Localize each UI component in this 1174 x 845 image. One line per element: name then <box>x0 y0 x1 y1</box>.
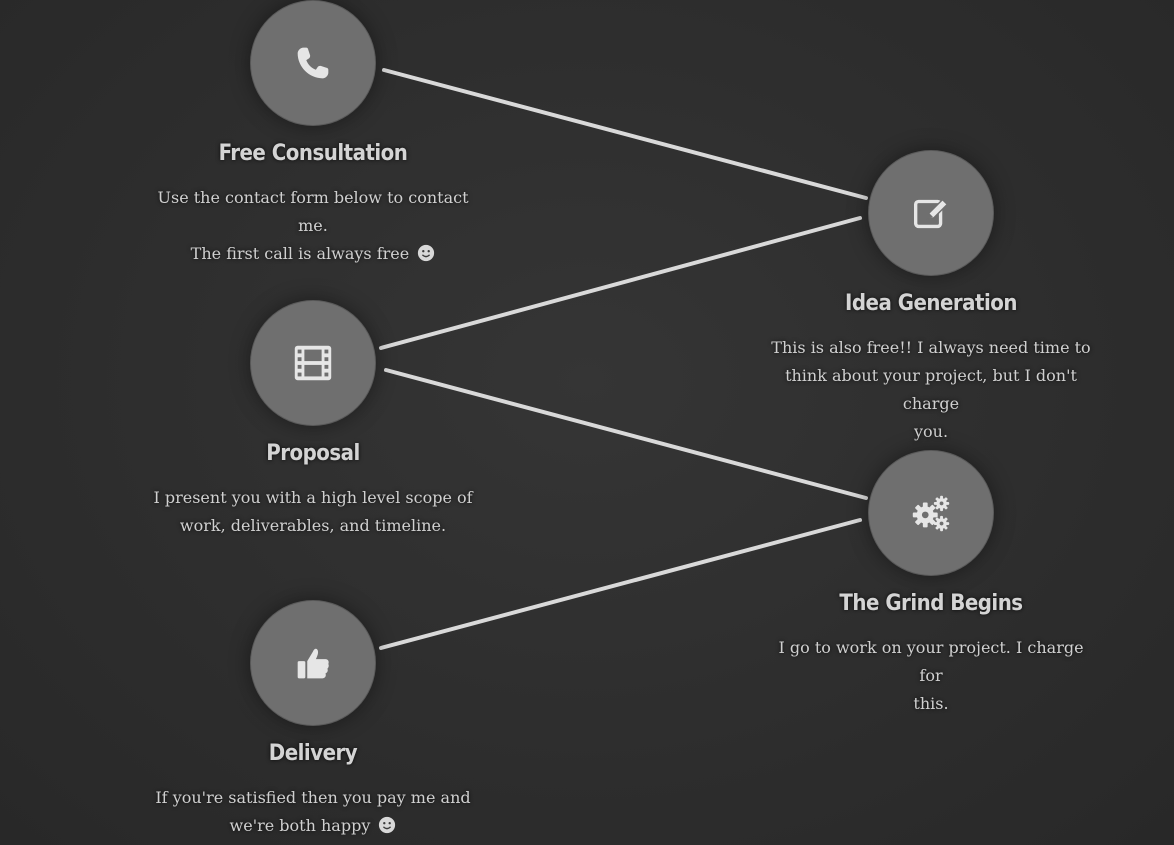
step-circle <box>869 151 993 275</box>
step-circle <box>251 301 375 425</box>
step-free-consultation: Free Consultation Use the contact form b… <box>143 1 483 268</box>
step-idea-generation: Idea Generation This is also free!! I al… <box>761 151 1101 446</box>
step-title: Idea Generation <box>845 291 1017 316</box>
connector-grind-to-delivery <box>379 518 862 650</box>
step-description-line: work, deliverables, and timeline. <box>179 516 447 535</box>
film-icon <box>294 345 332 381</box>
step-circle <box>251 601 375 725</box>
step-description: I present you with a high level scope of… <box>153 484 473 540</box>
phone-icon <box>297 47 329 79</box>
step-description-line: The first call is always free <box>190 244 410 263</box>
step-description-line: think about your project, but I don't ch… <box>785 366 1077 413</box>
step-description-line: I go to work on your project. I charge f… <box>778 638 1084 685</box>
step-delivery: Delivery If you're satisfied then you pa… <box>143 601 483 840</box>
smiley-icon <box>379 816 396 834</box>
step-the-grind-begins: The Grind Begins I go to work on your pr… <box>761 451 1101 718</box>
step-title: Delivery <box>268 741 358 766</box>
step-circle <box>251 1 375 125</box>
step-description-line: I present you with a high level scope of <box>153 488 473 507</box>
edit-icon <box>913 198 949 229</box>
connector-proposal-to-grind <box>384 368 868 500</box>
step-description-line: If you're satisfied then you pay me and <box>155 788 471 807</box>
step-description: If you're satisfied then you pay me and … <box>153 784 473 840</box>
step-title: Proposal <box>266 441 360 466</box>
step-circle <box>869 451 993 575</box>
step-title: Free Consultation <box>218 141 408 166</box>
thumbs-up-icon <box>297 648 329 679</box>
step-description-line: Use the contact form below to contact me… <box>157 188 469 235</box>
smiley-icon <box>418 244 435 262</box>
step-description-line: This is also free!! I always need time t… <box>771 338 1091 357</box>
step-description-line: you. <box>913 422 949 441</box>
step-description: This is also free!! I always need time t… <box>771 334 1091 446</box>
gears-icon <box>912 495 950 532</box>
step-proposal: Proposal I present you with a high level… <box>143 301 483 540</box>
step-title: The Grind Begins <box>839 591 1023 616</box>
step-description: Use the contact form below to contact me… <box>153 184 473 268</box>
step-description: I go to work on your project. I charge f… <box>771 634 1091 718</box>
step-description-line: we're both happy <box>229 816 371 835</box>
connector-consultation-to-idea <box>382 68 868 200</box>
step-description-line: this. <box>913 694 949 713</box>
connector-idea-to-proposal <box>379 216 862 350</box>
